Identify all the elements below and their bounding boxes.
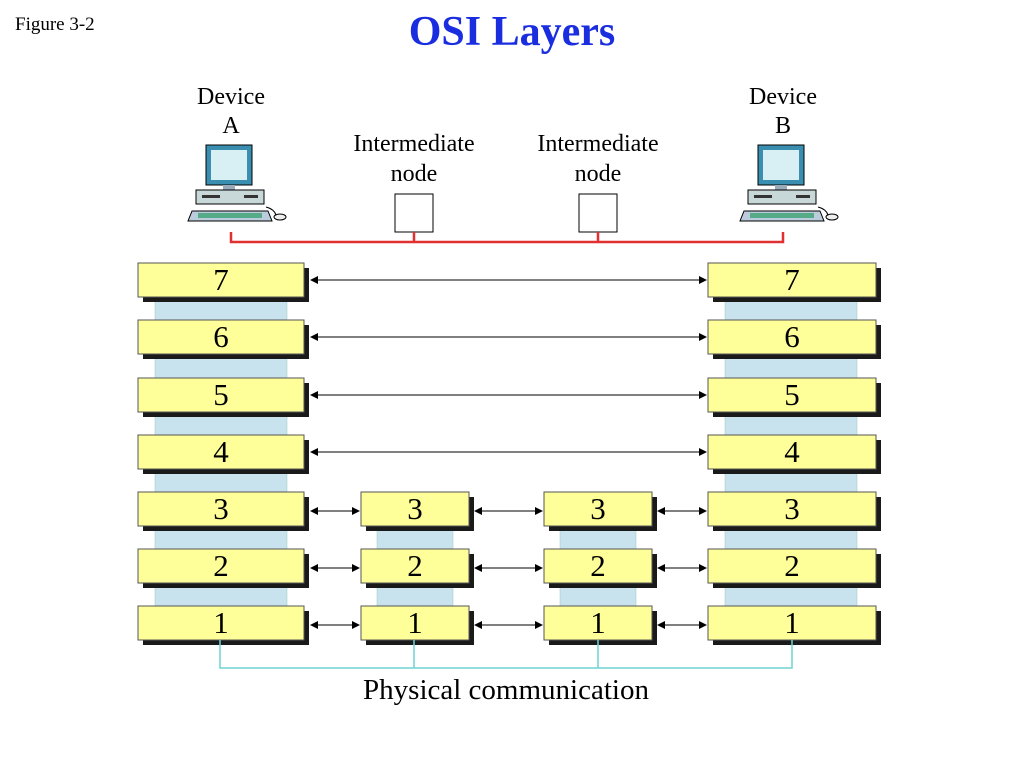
- svg-text:node: node: [575, 161, 622, 187]
- layer-number: 5: [784, 377, 800, 412]
- layer-number: 7: [784, 262, 800, 297]
- device-a-layer-5: 5: [137, 377, 309, 417]
- figure-label: Figure 3-2: [15, 14, 95, 35]
- intermediate-node-1-label: Intermediate node: [353, 131, 474, 187]
- layer-number: 3: [590, 491, 606, 526]
- layer-number: 5: [213, 377, 229, 412]
- layer-number: 2: [590, 548, 606, 583]
- device-a-layer-2: 2: [137, 548, 309, 588]
- layer-number: 4: [784, 434, 800, 469]
- intermediate-node-2-layer-1: 1: [543, 605, 657, 645]
- layer-number: 1: [407, 605, 423, 640]
- intermediate-node-2-layer-3: 3: [543, 491, 657, 531]
- device-a-layer-3: 3: [137, 491, 309, 531]
- layer-number: 6: [213, 319, 229, 354]
- layer-number: 6: [784, 319, 800, 354]
- device-b-layer-5: 5: [707, 377, 881, 417]
- layer-number: 1: [590, 605, 606, 640]
- computer-icon: [739, 144, 839, 222]
- layer-number: 2: [407, 548, 423, 583]
- layer-number: 3: [407, 491, 423, 526]
- intermediate-node-1-layer-3: 3: [360, 491, 474, 531]
- device-a-layer-1: 1: [137, 605, 309, 645]
- peer-arrows: [310, 276, 707, 629]
- svg-text:A: A: [222, 113, 240, 139]
- layer-number: 1: [213, 605, 229, 640]
- svg-text:Device: Device: [749, 84, 817, 110]
- device-b-layer-2: 2: [707, 548, 881, 588]
- computer-icon: [187, 144, 287, 222]
- device-b-layer-3: 3: [707, 491, 881, 531]
- node-box-icon: [394, 193, 434, 233]
- device-a-label: Device A: [197, 84, 265, 139]
- layer-stacks: 7 6 5 4 3 2 1 3 2 1 3 2 1 7 6 5 4 3 2 1: [137, 262, 881, 645]
- device-b-layer-1: 1: [707, 605, 881, 645]
- device-a-layer-4: 4: [137, 434, 309, 474]
- svg-text:B: B: [775, 113, 791, 139]
- physical-communication-label: Physical communication: [363, 674, 649, 706]
- layer-number: 2: [213, 548, 229, 583]
- layer-number: 3: [213, 491, 229, 526]
- layer-number: 3: [784, 491, 800, 526]
- layer-number: 7: [213, 262, 229, 297]
- device-b-layer-7: 7: [707, 262, 881, 302]
- intermediate-node-1-layer-1: 1: [360, 605, 474, 645]
- device-b-layer-6: 6: [707, 319, 881, 359]
- svg-text:Intermediate: Intermediate: [353, 131, 474, 157]
- device-b-layer-4: 4: [707, 434, 881, 474]
- intermediate-node-2-layer-2: 2: [543, 548, 657, 588]
- page-title: OSI Layers: [408, 9, 616, 55]
- layer-number: 1: [784, 605, 800, 640]
- node-box-icon: [578, 193, 618, 233]
- physical-line: [219, 640, 793, 669]
- svg-text:Device: Device: [197, 84, 265, 110]
- network-link: [229, 232, 785, 244]
- layer-number: 4: [213, 434, 229, 469]
- device-a-layer-6: 6: [137, 319, 309, 359]
- svg-text:Intermediate: Intermediate: [537, 131, 658, 157]
- device-b-label: Device B: [749, 84, 817, 139]
- intermediate-node-2-label: Intermediate node: [537, 131, 658, 187]
- device-a-layer-7: 7: [137, 262, 309, 302]
- intermediate-node-1-layer-2: 2: [360, 548, 474, 588]
- svg-text:node: node: [391, 161, 438, 187]
- layer-number: 2: [784, 548, 800, 583]
